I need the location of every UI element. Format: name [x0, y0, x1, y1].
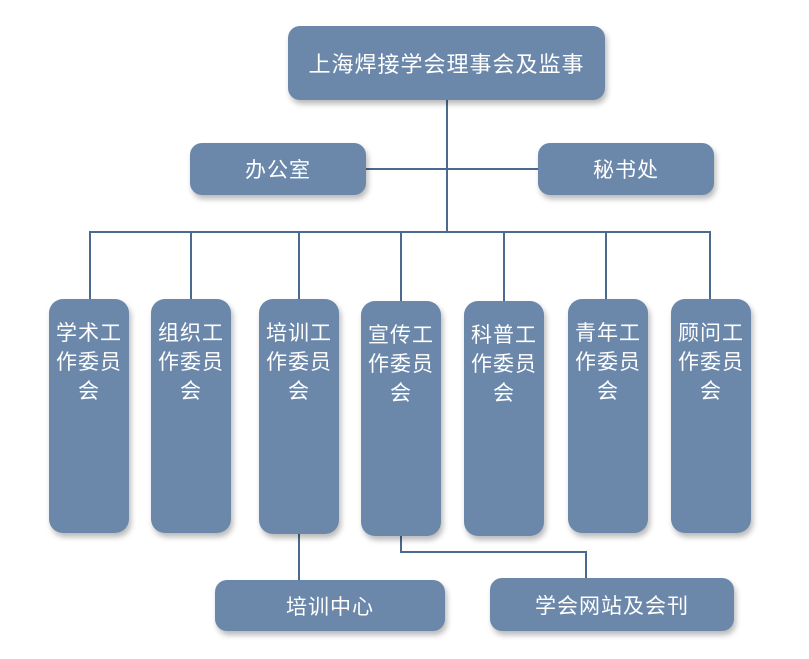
committee-node-popular-science: 科普工作委员会	[464, 301, 544, 536]
committee-node-organization: 组织工作委员会	[151, 299, 231, 533]
connector-publicity-across	[400, 551, 587, 553]
training-center-label: 培训中心	[286, 594, 374, 619]
committee-label-advisory: 顾问工作委员会	[678, 321, 744, 403]
training-center-node: 培训中心	[215, 580, 445, 631]
top-node-council: 上海焊接学会理事会及监事	[288, 26, 605, 100]
committee-label-training: 培训工作委员会	[266, 321, 332, 403]
connector-side-bar	[366, 168, 538, 170]
committee-label-publicity: 宣传工作委员会	[368, 323, 434, 405]
connector-committee-7	[709, 231, 711, 299]
committee-node-publicity: 宣传工作委员会	[361, 301, 441, 536]
committee-node-academic: 学术工作委员会	[49, 299, 129, 533]
committee-node-advisory: 顾问工作委员会	[671, 299, 751, 533]
connector-committee-6	[605, 231, 607, 299]
secretariat-node-label: 秘书处	[593, 158, 659, 182]
connector-committee-4	[400, 231, 402, 301]
committee-node-training: 培训工作委员会	[259, 299, 339, 534]
connector-committee-5	[503, 231, 505, 301]
website-journal-label: 学会网站及会刊	[535, 593, 689, 618]
committee-label-youth: 青年工作委员会	[575, 321, 641, 403]
connector-publicity-down	[400, 536, 402, 552]
connector-publicity-drop	[585, 551, 587, 578]
committee-label-academic: 学术工作委员会	[56, 321, 122, 403]
connector-top-trunk	[446, 100, 448, 232]
office-node-label: 办公室	[245, 158, 311, 182]
committee-node-youth: 青年工作委员会	[568, 299, 648, 533]
connector-committee-2	[190, 231, 192, 299]
top-node-label: 上海焊接学会理事会及监事	[308, 53, 585, 78]
connector-committee-1	[89, 231, 91, 299]
connector-committee-3	[298, 231, 300, 299]
office-node: 办公室	[190, 143, 366, 195]
committee-label-organization: 组织工作委员会	[158, 321, 224, 403]
committee-label-popular-science: 科普工作委员会	[471, 323, 537, 405]
connector-training-center	[298, 534, 300, 580]
website-journal-node: 学会网站及会刊	[490, 578, 734, 631]
secretariat-node: 秘书处	[538, 143, 714, 195]
